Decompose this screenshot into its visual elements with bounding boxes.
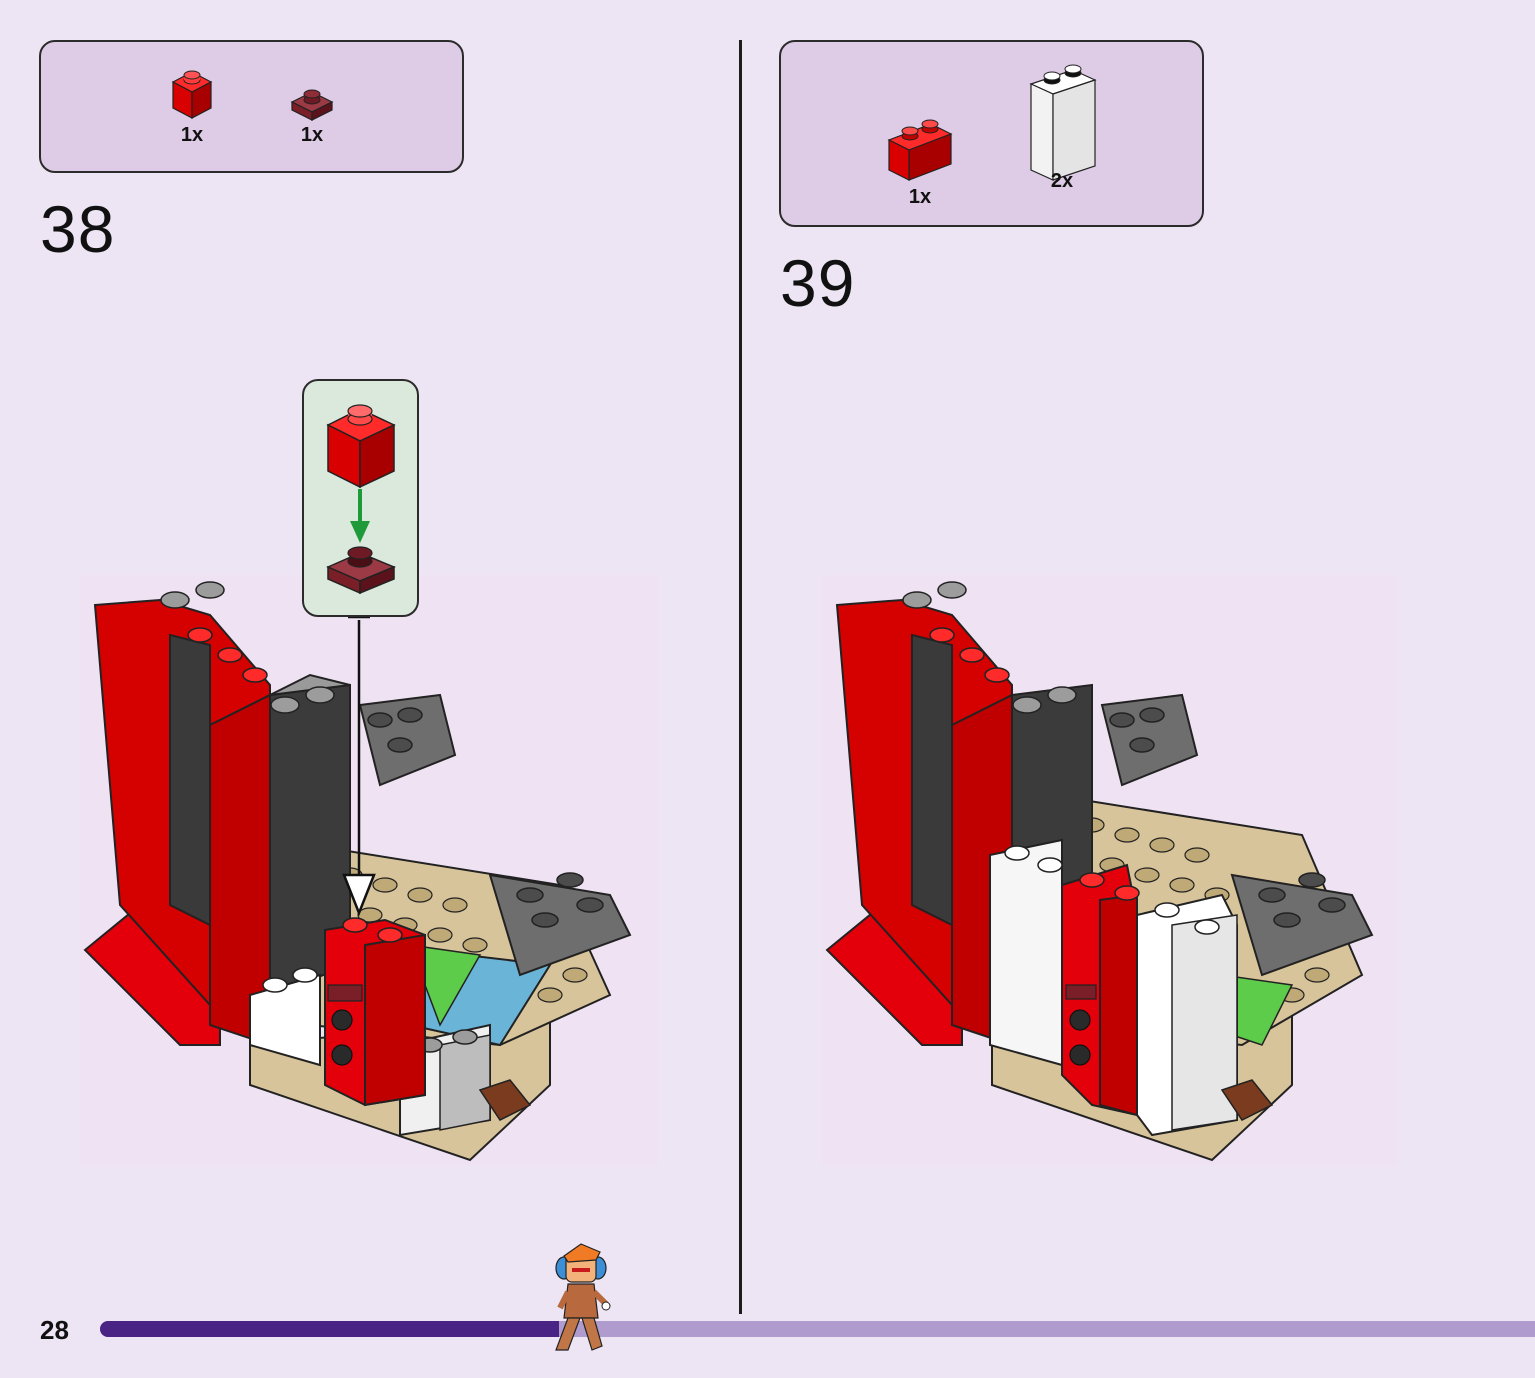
page-number: 28 bbox=[40, 1315, 69, 1345]
minifigure-progress-marker-icon bbox=[555, 1243, 611, 1351]
white-1x2x3-brick-icon bbox=[1029, 64, 1097, 181]
build-model-38-icon bbox=[83, 581, 632, 1162]
part-red-1x1-brick: 1x bbox=[169, 66, 215, 147]
part-dark-red-round-plate: 1x bbox=[289, 86, 335, 147]
step-divider bbox=[739, 40, 742, 1314]
build-illustration-step-39 bbox=[822, 575, 1397, 1165]
part-quantity: 1x bbox=[300, 124, 324, 146]
stack-brick-on-plate-icon bbox=[326, 404, 396, 595]
parts-box-step-39: 1x 2x bbox=[779, 40, 1204, 227]
part-quantity: 1x bbox=[180, 124, 204, 146]
part-quantity: 2x bbox=[1050, 170, 1074, 192]
part-quantity: 1x bbox=[908, 186, 932, 208]
red-1x2-brick-icon bbox=[887, 119, 953, 181]
assembly-callout-step-38 bbox=[302, 379, 419, 617]
step-number-39: 39 bbox=[780, 246, 856, 320]
part-white-1x2x3-brick: 2x bbox=[1025, 62, 1099, 193]
progress-bar bbox=[100, 1321, 1535, 1337]
red-1x1-brick-icon bbox=[171, 70, 213, 119]
build-illustration-step-38 bbox=[80, 575, 658, 1165]
parts-box-step-38: 1x 1x bbox=[39, 40, 464, 173]
progress-bar-fill bbox=[100, 1321, 560, 1337]
build-model-39-icon bbox=[825, 581, 1374, 1162]
dark-red-1x1-round-plate-icon bbox=[290, 89, 334, 121]
part-red-1x2-brick: 1x bbox=[885, 118, 955, 209]
step-number-38: 38 bbox=[40, 192, 116, 266]
